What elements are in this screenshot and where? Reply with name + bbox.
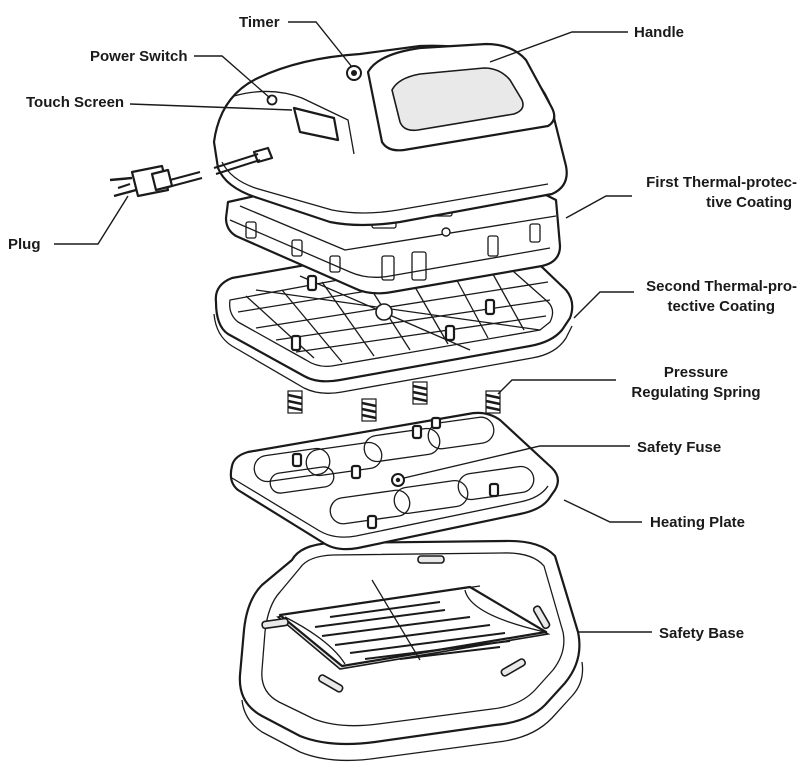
base-grill-slats [314,601,511,660]
part-labels: Timer Handle Power Switch Touch Screen F… [8,14,797,642]
safety-base-illustration [238,539,584,762]
touch-screen-panel [292,106,340,142]
power-cord-and-plug [109,146,274,198]
label-second-coating-line1: Second Thermal-pro- [646,278,797,295]
label-spring-line2: Regulating Spring [631,384,760,401]
label-plug: Plug [8,236,41,253]
label-second-coating-line2: tective Coating [667,298,775,315]
pressure-regulating-springs [287,381,501,422]
label-safety-fuse: Safety Fuse [637,439,721,456]
label-timer: Timer [239,14,280,31]
leader-lines [54,21,652,633]
label-safety-base: Safety Base [659,625,744,642]
heating-plate-illustration [229,411,559,551]
heating-plate-posts [291,416,500,530]
label-heating-plate: Heating Plate [650,514,745,531]
label-first-coating-line1: First Thermal-protec- [646,174,797,191]
label-power-switch: Power Switch [90,48,188,65]
label-spring-line1: Pressure [664,364,728,381]
label-touch-screen: Touch Screen [26,94,124,111]
label-handle: Handle [634,24,684,41]
lid-illustration [109,42,568,227]
label-first-coating-line2: tive Coating [706,194,792,211]
